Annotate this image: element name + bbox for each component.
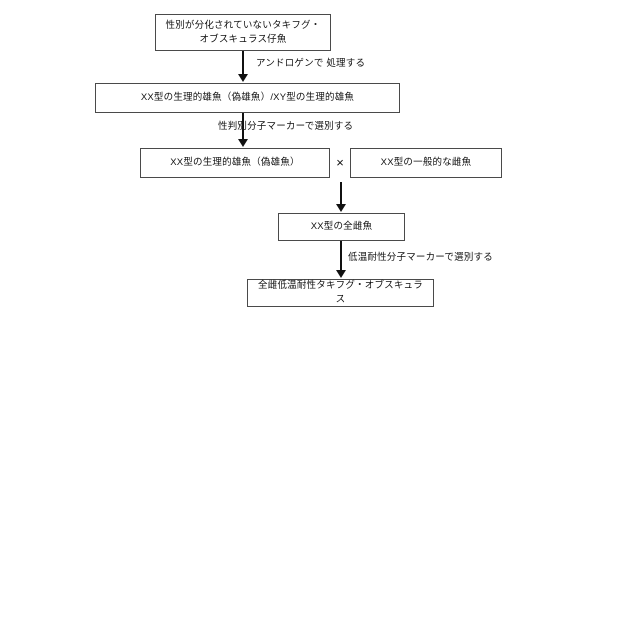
edge-label-cold-marker: 低温耐性分子マーカーで選別する xyxy=(348,252,493,263)
node-larvae-line2: オブスキュラス仔魚 xyxy=(199,33,287,45)
arrowhead-cross-to-allfemale xyxy=(336,204,346,212)
node-physiological-male[interactable]: XX型の生理的雄魚（偽雄魚）/XY型の生理的雄魚 xyxy=(95,83,400,113)
connector-physmale-to-pseudomale xyxy=(242,113,244,140)
connector-cross-to-allfemale xyxy=(340,182,342,205)
node-final-text: 全雌低温耐性タキフグ・オブスキュラス xyxy=(258,280,423,305)
node-larvae-line1: 性別が分化されていないタキフグ・ xyxy=(165,19,321,31)
arrowhead-physmale-to-pseudomale xyxy=(238,139,248,147)
node-larvae-text: 性別が分化されていないタキフグ・オブスキュラス仔魚 xyxy=(162,19,324,47)
arrowhead-larvae-to-physmale xyxy=(238,74,248,82)
node-allfemale-text: XX型の全雌魚 xyxy=(310,221,373,233)
node-physmale-text: XX型の生理的雄魚（偽雄魚）/XY型の生理的雄魚 xyxy=(140,92,355,104)
cross-multiplication-symbol: × xyxy=(336,155,344,170)
edge-label-sex-marker: 性判別分子マーカーで選別する xyxy=(218,121,354,132)
node-undifferentiated-larvae[interactable]: 性別が分化されていないタキフグ・オブスキュラス仔魚 xyxy=(155,14,331,51)
node-normal-female[interactable]: XX型の一般的な雌魚 xyxy=(350,148,502,178)
node-normfemale-text: XX型の一般的な雌魚 xyxy=(380,157,472,169)
edge-label-androgen: アンドロゲンで 処理する xyxy=(256,58,366,69)
connector-allfemale-to-final xyxy=(340,241,342,271)
arrowhead-allfemale-to-final xyxy=(336,270,346,278)
connector-larvae-to-physmale xyxy=(242,51,244,75)
node-pseudomale[interactable]: XX型の生理的雄魚（偽雄魚） xyxy=(140,148,330,178)
node-final-product[interactable]: 全雌低温耐性タキフグ・オブスキュラス xyxy=(247,279,434,307)
node-pseudomale-text: XX型の生理的雄魚（偽雄魚） xyxy=(170,157,300,169)
node-all-female[interactable]: XX型の全雌魚 xyxy=(278,213,405,241)
